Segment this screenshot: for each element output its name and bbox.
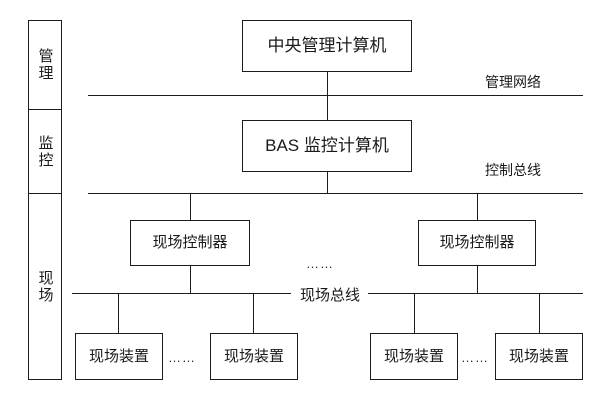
node-label-bas-monitoring-computer: BAS 监控计算机	[265, 136, 389, 156]
node-field-controller-right: 现场控制器	[418, 220, 536, 266]
connector-bas-to-control-bus	[327, 172, 328, 193]
bus-label-field-bus: 现场总线	[296, 284, 365, 305]
node-label-field-device-3: 现场装置	[383, 347, 444, 365]
bus-control	[88, 193, 583, 194]
bus-label-management-network: 管理网络	[485, 72, 541, 92]
node-label-field-device-4: 现场装置	[508, 347, 569, 365]
node-central-management-computer: 中央管理计算机	[242, 20, 412, 72]
node-field-device-2: 现场装置	[210, 333, 298, 380]
bus-field-right-segment	[368, 293, 583, 294]
connector-controller-right-to-field-bus	[477, 266, 478, 293]
node-field-device-1: 现场装置	[75, 333, 163, 380]
layer-label-management: 管理	[36, 48, 54, 82]
connector-control-bus-to-controller-right	[477, 193, 478, 220]
ellipsis-between-devices-right: ……	[461, 350, 489, 365]
node-bas-monitoring-computer: BAS 监控计算机	[242, 120, 412, 172]
connector-central-to-management-network	[327, 72, 328, 95]
connector-control-bus-to-controller-left	[190, 193, 191, 220]
connector-field-bus-to-device-2	[253, 293, 254, 333]
layer-cell-field: 现场	[28, 193, 62, 380]
bus-field-left-segment	[72, 293, 291, 294]
layer-cell-monitoring: 监控	[28, 109, 62, 194]
node-field-device-4: 现场装置	[495, 333, 583, 380]
ellipsis-between-controllers: ……	[306, 256, 334, 271]
bus-management-network	[88, 95, 583, 96]
layer-label-field: 现场	[36, 269, 54, 304]
node-label-central-management-computer: 中央管理计算机	[267, 36, 387, 56]
connector-management-network-to-bas	[327, 95, 328, 120]
node-label-field-device-1: 现场装置	[88, 347, 149, 365]
connector-field-bus-to-device-3	[414, 293, 415, 333]
node-label-field-device-2: 现场装置	[223, 347, 284, 365]
connector-field-bus-to-device-4	[539, 293, 540, 333]
layer-cell-management: 管理	[28, 20, 62, 110]
ellipsis-between-devices-left: ……	[168, 350, 196, 365]
node-label-field-controller-left: 现场控制器	[152, 234, 228, 252]
bus-label-control-bus: 控制总线	[485, 160, 541, 180]
node-field-device-3: 现场装置	[370, 333, 458, 380]
layer-label-monitoring: 监控	[36, 134, 54, 169]
connector-field-bus-to-device-1	[118, 293, 119, 333]
node-label-field-controller-right: 现场控制器	[439, 234, 515, 252]
node-field-controller-left: 现场控制器	[130, 220, 250, 266]
connector-controller-left-to-field-bus	[190, 266, 191, 293]
